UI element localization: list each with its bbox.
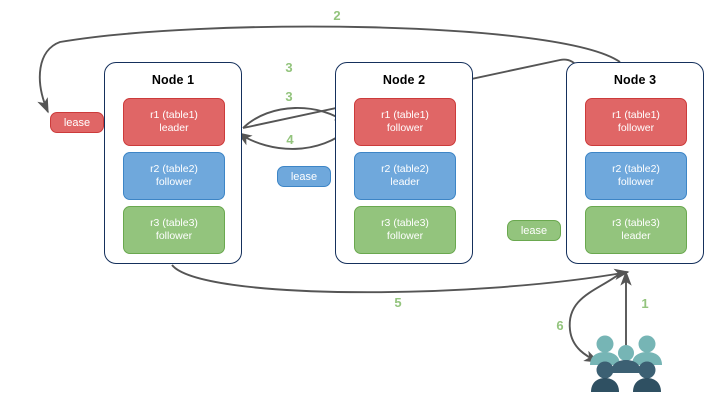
replica-name: r2 (table2) [150, 163, 198, 175]
replica-r3-node2[interactable]: r3 (table3) follower [354, 206, 456, 254]
replica-r3-node1[interactable]: r3 (table3) follower [123, 206, 225, 254]
replica-role: follower [386, 230, 424, 242]
replica-r2-node1[interactable]: r2 (table2) follower [123, 152, 225, 200]
lease-label: lease [520, 224, 548, 237]
replica-role: leader [159, 122, 189, 134]
replica-role: leader [390, 176, 420, 188]
replica-name: r1 (table1) [612, 109, 660, 121]
node-title: Node 1 [151, 73, 195, 87]
node-box-3[interactable]: Node 3 r1 (table1) follower r2 (table2) … [566, 62, 704, 264]
replica-role: follower [617, 122, 655, 134]
lease-label: lease [290, 170, 318, 183]
replica-name: r2 (table2) [381, 163, 429, 175]
lease-badge-red[interactable]: lease [50, 112, 104, 133]
step-label-6: 6 [556, 318, 564, 333]
replica-r1-node3[interactable]: r1 (table1) follower [585, 98, 687, 146]
lease-badge-blue[interactable]: lease [277, 166, 331, 187]
step-label-4: 4 [286, 132, 294, 147]
replica-r1-node2[interactable]: r1 (table1) follower [354, 98, 456, 146]
replica-r2-node3[interactable]: r2 (table2) follower [585, 152, 687, 200]
replica-r3-node3[interactable]: r3 (table3) leader [585, 206, 687, 254]
replica-role: follower [386, 122, 424, 134]
replica-name: r2 (table2) [612, 163, 660, 175]
step-label-2: 2 [333, 8, 341, 23]
step-label-1: 1 [641, 296, 649, 311]
node-box-2[interactable]: Node 2 r1 (table1) follower r2 (table2) … [335, 62, 473, 264]
step-label-3-lower: 3 [285, 89, 293, 104]
replica-name: r3 (table3) [150, 217, 198, 229]
arrow-5 [171, 264, 630, 294]
lease-badge-green[interactable]: lease [507, 220, 561, 241]
node-box-1[interactable]: Node 1 r1 (table1) leader r2 (table2) fo… [104, 62, 242, 264]
replica-name: r3 (table3) [381, 217, 429, 229]
node-title: Node 3 [613, 73, 657, 87]
node-title: Node 2 [382, 73, 426, 87]
replica-r1-node1[interactable]: r1 (table1) leader [123, 98, 225, 146]
arrow-3-lower [242, 107, 350, 129]
replica-role: follower [155, 230, 193, 242]
replica-name: r1 (table1) [381, 109, 429, 121]
step-label-3-upper: 3 [285, 60, 293, 75]
lease-label: lease [63, 116, 91, 129]
replica-role: follower [617, 176, 655, 188]
replica-name: r3 (table3) [612, 217, 660, 229]
step-label-5: 5 [394, 295, 402, 310]
replica-role: follower [155, 176, 193, 188]
replica-name: r1 (table1) [150, 109, 198, 121]
replica-r2-node2[interactable]: r2 (table2) leader [354, 152, 456, 200]
users-icon [590, 335, 662, 392]
replica-role: leader [621, 230, 651, 242]
